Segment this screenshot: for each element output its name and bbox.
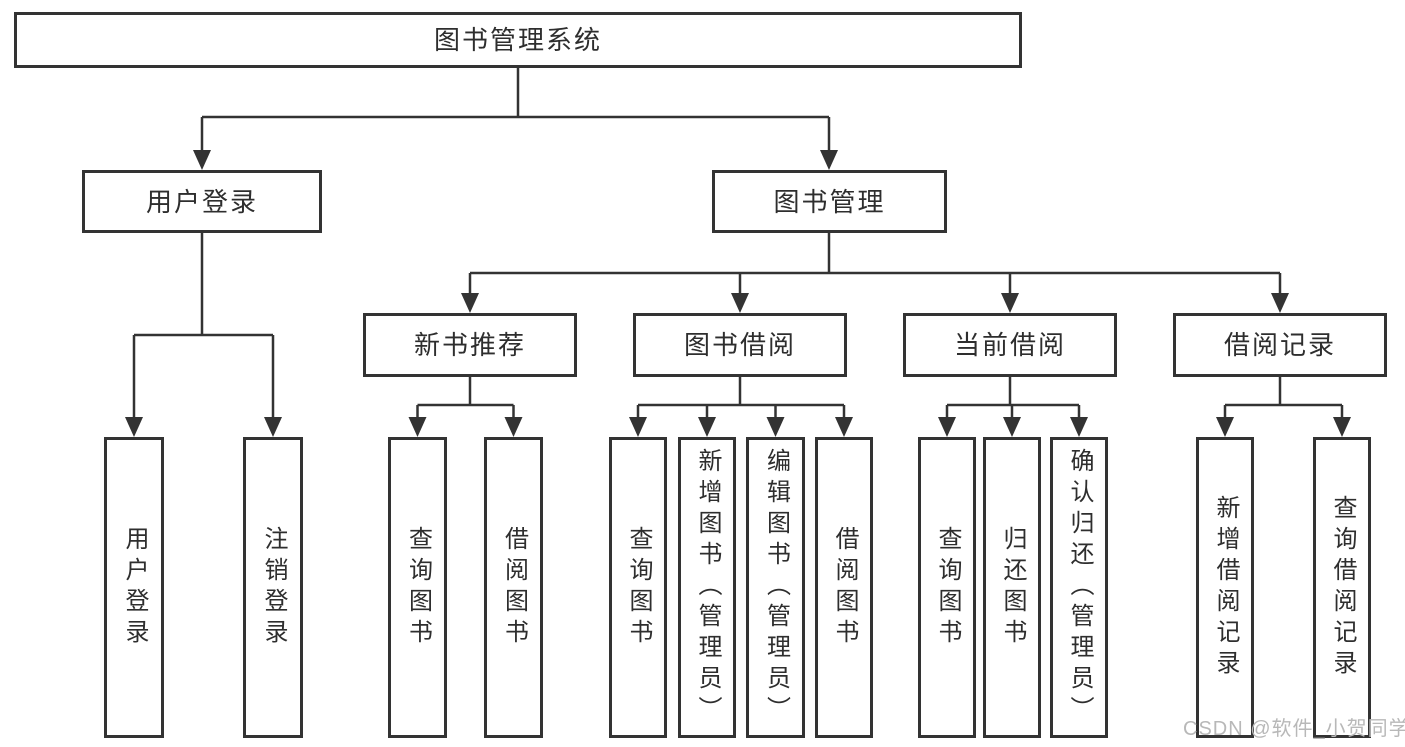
leaf-query-borrow-record-label: 查询借阅记录 [1329,494,1356,681]
leaf-query-books-1-label: 查询图书 [404,525,432,650]
leaf-confirm-return-admin: 确认归还（管理员） [1050,437,1108,738]
node-book-management: 图书管理 [712,170,947,233]
leaf-user-login: 用户登录 [104,437,164,738]
node-new-book-recommend: 新书推荐 [363,313,577,377]
leaf-add-books-admin-label: 新增图书（管理员） [694,448,721,727]
connector-user-login [125,233,282,437]
connector-borrow-records [1216,377,1351,437]
connector-book-management [461,233,1289,313]
leaf-logout: 注销登录 [243,437,303,738]
leaf-query-books-2-label: 查询图书 [625,525,652,650]
node-new-book-recommend-label: 新书推荐 [413,330,526,360]
leaf-add-borrow-record: 新增借阅记录 [1196,437,1254,738]
node-user-login-label: 用户登录 [145,186,258,217]
leaf-borrow-books-1-label: 借阅图书 [500,525,528,650]
leaf-return-books: 归还图书 [983,437,1041,738]
leaf-return-books-label: 归还图书 [999,525,1026,650]
node-book-borrow: 图书借阅 [633,313,847,377]
node-root-label: 图书管理系统 [433,25,602,55]
leaf-user-login-label: 用户登录 [121,525,148,650]
leaf-add-books-admin: 新增图书（管理员） [678,437,736,738]
leaf-query-books-2: 查询图书 [609,437,667,738]
leaf-borrow-books-2: 借阅图书 [815,437,873,738]
leaf-query-books-3-label: 查询图书 [934,525,961,650]
connector-root [193,68,838,170]
connector-current-borrow [938,377,1088,437]
leaf-borrow-books-2-label: 借阅图书 [831,525,858,650]
node-user-login: 用户登录 [82,170,322,233]
csdn-watermark: CSDN @软件_小贺同学 [1183,718,1405,740]
node-borrow-records-label: 借阅记录 [1223,330,1336,360]
node-book-management-label: 图书管理 [773,186,886,217]
leaf-borrow-books-1: 借阅图书 [484,437,543,738]
connector-book-borrow [629,377,853,437]
node-borrow-records: 借阅记录 [1173,313,1387,377]
node-book-borrow-label: 图书借阅 [683,330,796,360]
leaf-edit-books-admin-label: 编辑图书（管理员） [762,448,790,727]
connector-new-book-recommend [408,377,523,437]
node-current-borrow: 当前借阅 [903,313,1117,377]
node-current-borrow-label: 当前借阅 [953,330,1066,360]
node-root: 图书管理系统 [14,12,1022,68]
leaf-edit-books-admin: 编辑图书（管理员） [746,437,805,738]
leaf-query-books-3: 查询图书 [918,437,976,738]
leaf-add-borrow-record-label: 新增借阅记录 [1212,494,1239,681]
leaf-logout-label: 注销登录 [260,525,287,650]
leaf-confirm-return-admin-label: 确认归还（管理员） [1066,448,1093,727]
leaf-query-books-1: 查询图书 [388,437,447,738]
leaf-query-borrow-record: 查询借阅记录 [1313,437,1371,738]
